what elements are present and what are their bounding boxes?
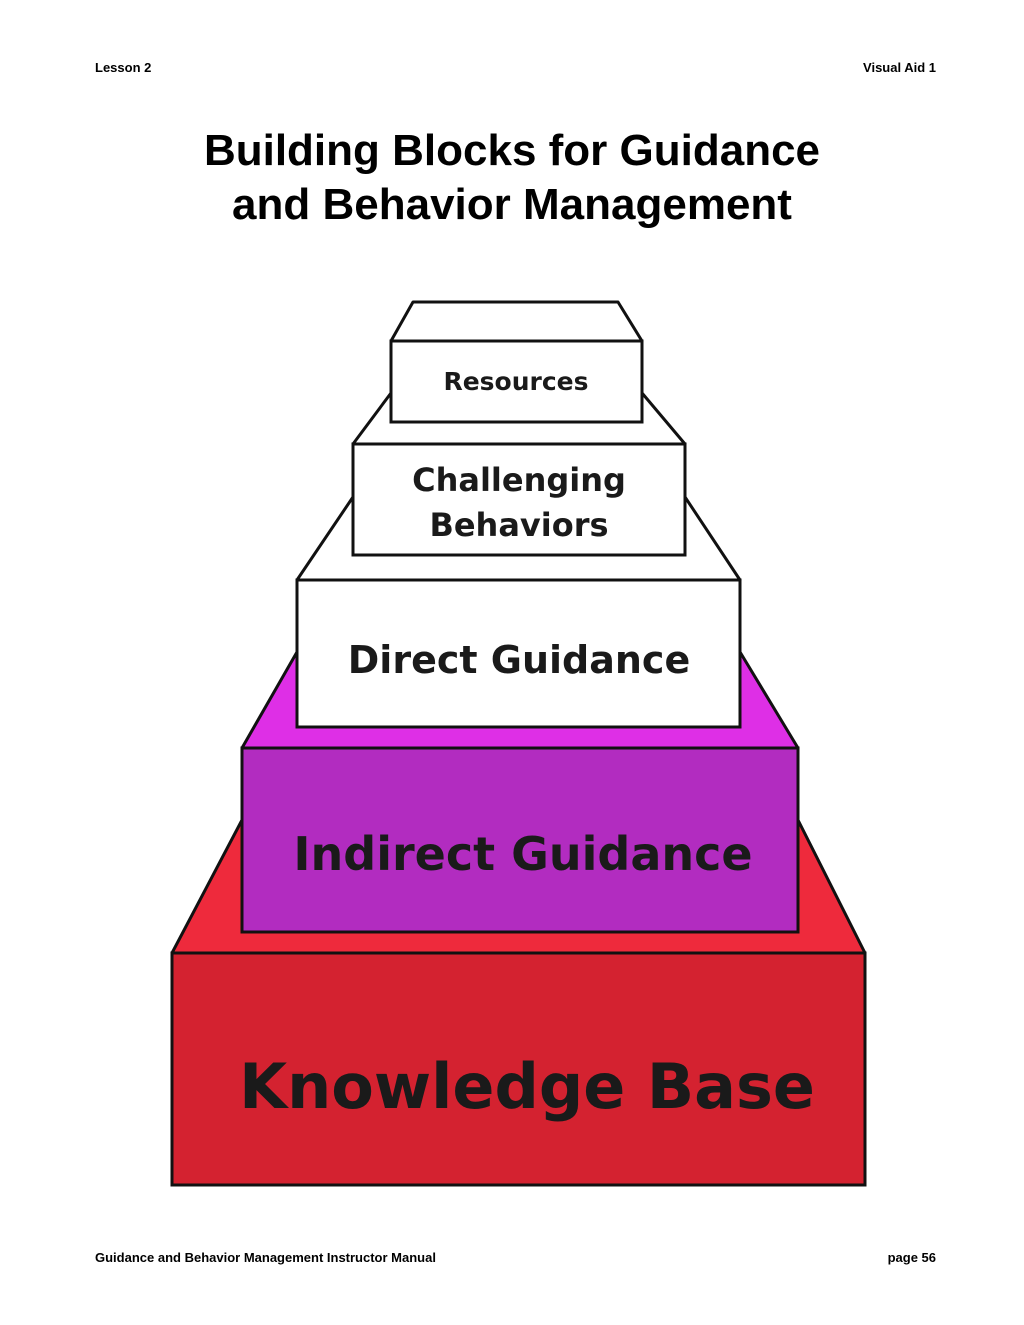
block-knowledge-base-front [170,951,867,1187]
visual-aid-label: Visual Aid 1 [863,60,936,75]
block-resources-front [389,339,644,424]
block-indirect-guidance-label: Indirect Guidance [293,827,752,881]
page-number: page 56 [887,1250,936,1265]
page-title-line-2: and Behavior Management [232,180,792,229]
manual-title-footer: Guidance and Behavior Management Instruc… [95,1250,436,1265]
block-resources-label: Resources [443,367,588,396]
page-title-line-1: Building Blocks for Guidance [203,126,821,175]
block-direct-guidance-label: Direct Guidance [348,638,690,682]
page-title: Building Blocks for Guidance and Behavio… [0,124,1024,232]
block-indirect-guidance-front [240,746,800,934]
block-challenging-behaviors-front [351,442,687,557]
lesson-label: Lesson 2 [95,60,152,75]
block-knowledge-base-label: Knowledge Base [239,1050,815,1123]
block-challenging-behaviors-label-line-1: Challenging [412,461,626,499]
block-resources-top [389,300,644,343]
block-resources: Resources [389,300,644,424]
block-direct-guidance-front [295,578,742,729]
block-challenging-behaviors-label-line-2: Behaviors [429,506,608,544]
